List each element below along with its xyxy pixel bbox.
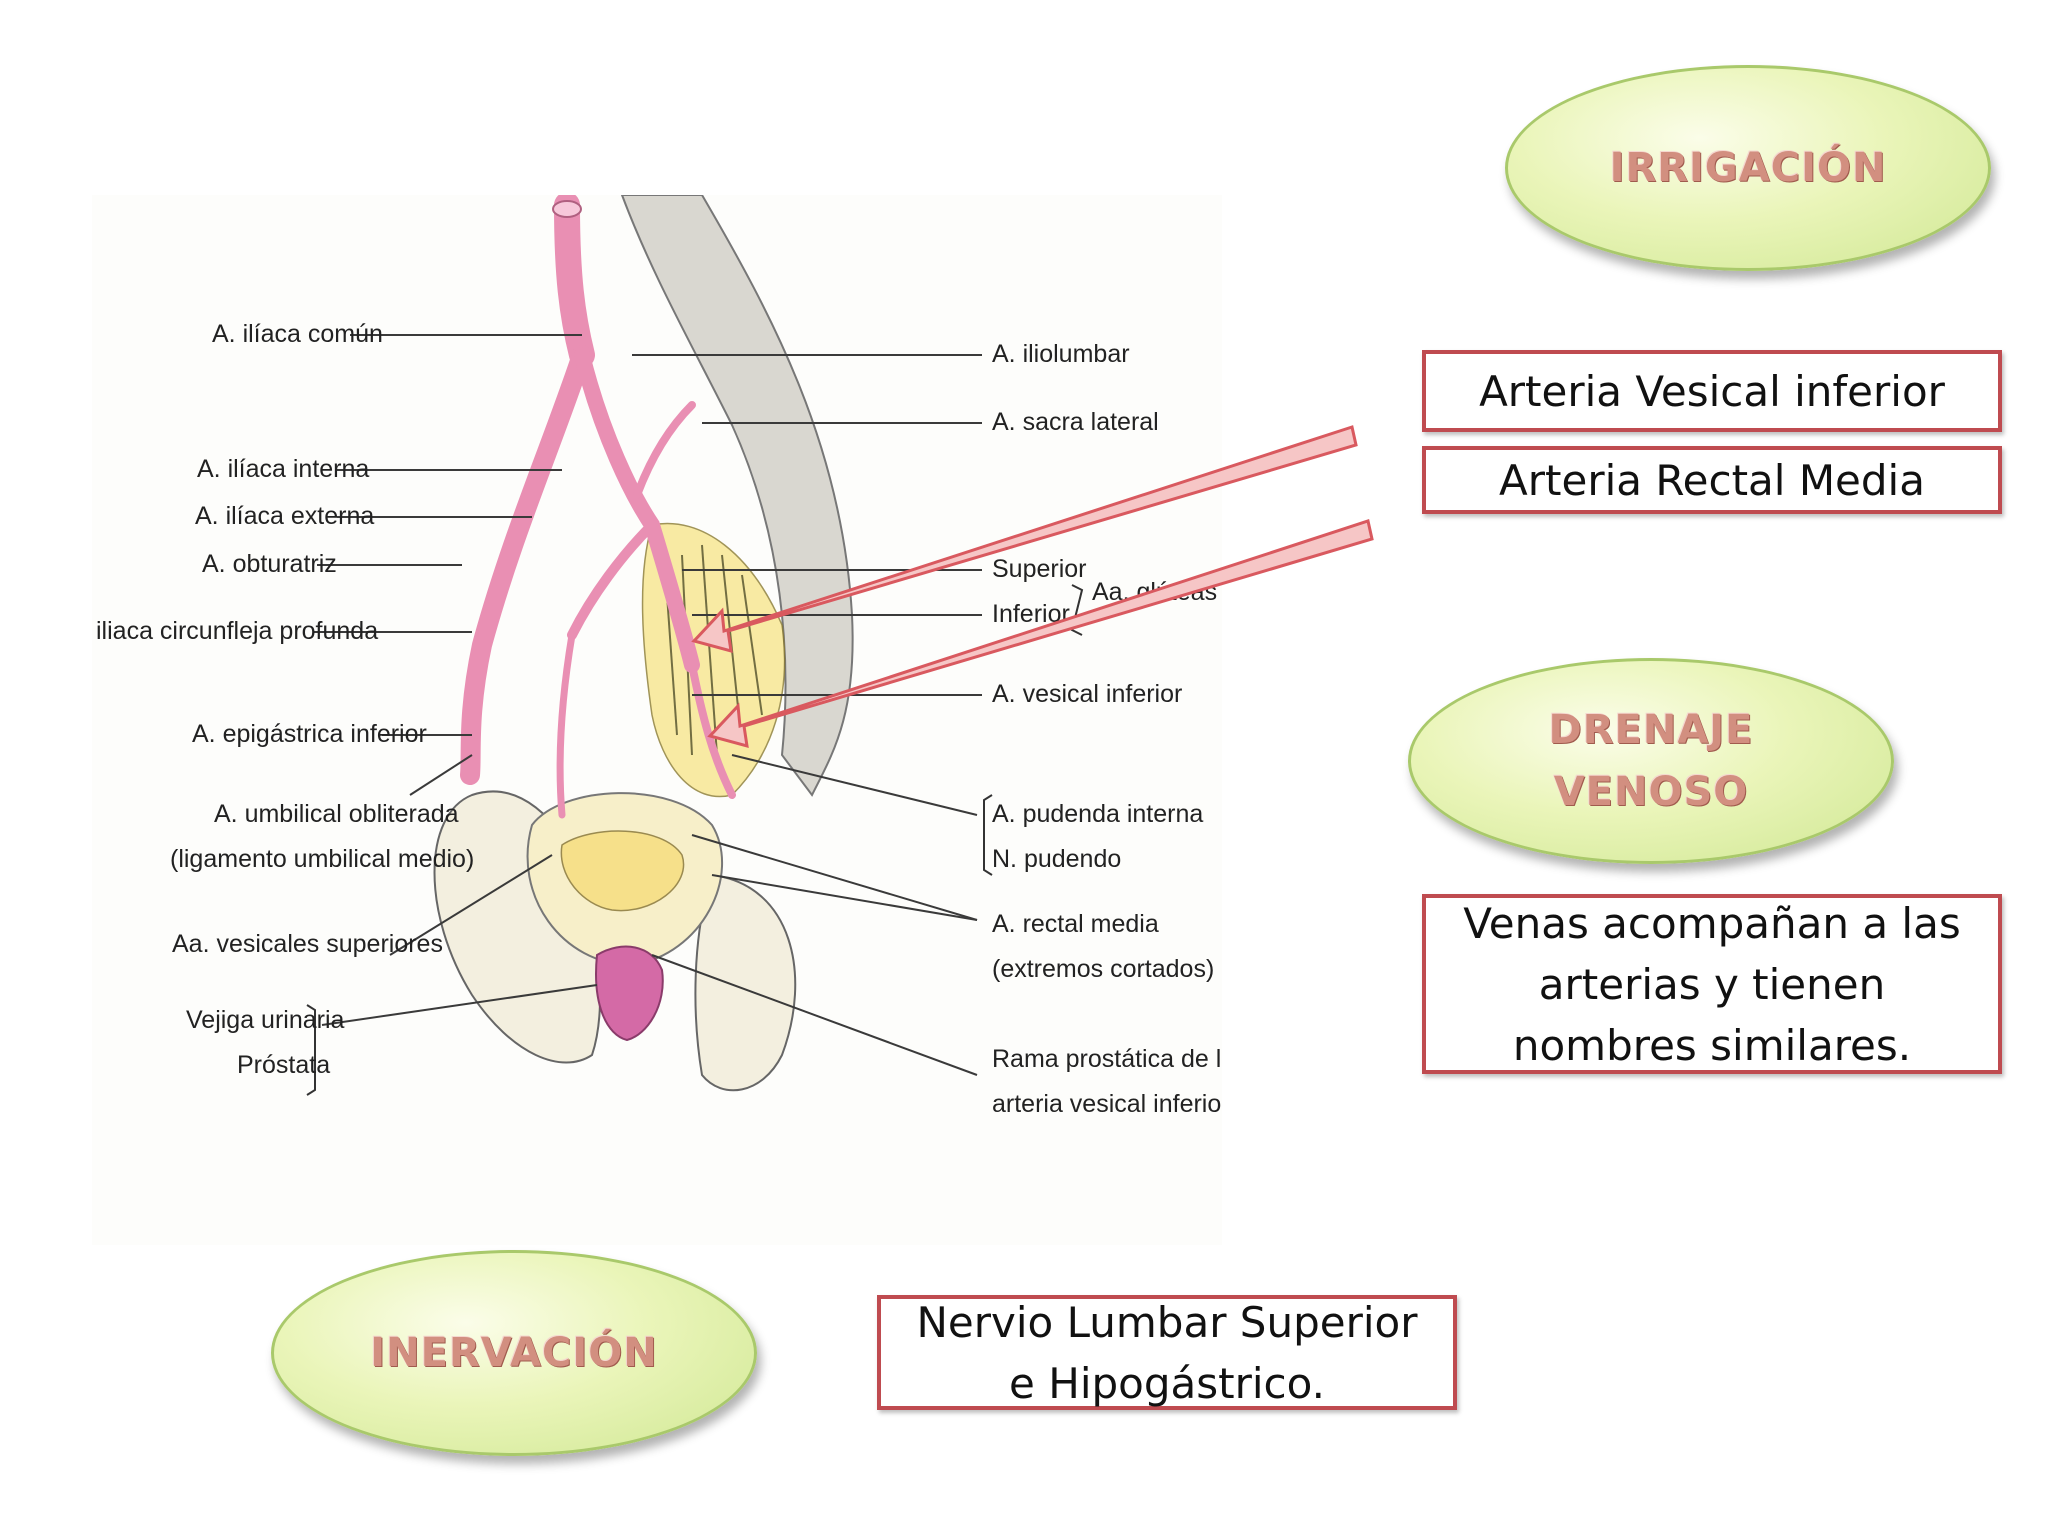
label-rectal-media-1: A. rectal media — [992, 910, 1159, 938]
label-gluteas: Aa. glúteas — [1092, 578, 1217, 606]
box-arteria-rectal-media: Arteria Rectal Media — [1422, 446, 2002, 514]
bladder-lumen — [560, 830, 685, 912]
prostate-shape — [595, 945, 664, 1042]
box-venas-line1: Venas acompañan a las — [1463, 898, 1961, 948]
label-sacra-lateral: A. sacra lateral — [992, 408, 1159, 436]
heading-inervacion-text: INERVACIÓN — [370, 1330, 658, 1376]
heading-drenaje-line2: VENOSO — [1553, 769, 1749, 815]
pelvic-artery-illustration: A. ilíaca común A. ilíaca interna A. ilí… — [92, 195, 1222, 1245]
heading-drenaje-text: DRENAJE VENOSO — [1549, 699, 1754, 823]
label-rama-2: arteria vesical inferior — [992, 1090, 1222, 1118]
label-umbilical-2: (ligamento umbilical medio) — [170, 845, 474, 873]
label-obturatriz: A. obturatriz — [202, 550, 337, 578]
label-iliolumbar: A. iliolumbar — [992, 340, 1130, 368]
box-arteria-vesical-inferior: Arteria Vesical inferior — [1422, 350, 2002, 432]
label-epigastrica: A. epigástrica inferior — [192, 720, 427, 748]
box-venas-text: Venas acompañan a las arterias y tienen … — [1463, 893, 1960, 1076]
box-nervio-line1: Nervio Lumbar Superior — [916, 1297, 1418, 1347]
box-rectal-text: Arteria Rectal Media — [1499, 455, 1925, 505]
heading-drenaje-line1: DRENAJE — [1548, 707, 1754, 753]
heading-drenaje-venoso: DRENAJE VENOSO — [1408, 658, 1894, 864]
label-vejiga: Vejiga urinaria — [186, 1006, 345, 1034]
brace-pudenda — [983, 794, 993, 876]
label-rectal-media-2: (extremos cortados) — [992, 955, 1214, 983]
label-iliaca-interna: A. ilíaca interna — [197, 455, 369, 483]
box-venas: Venas acompañan a las arterias y tienen … — [1422, 894, 2002, 1074]
label-vesicales-sup: Aa. vesicales superiores — [172, 930, 443, 958]
box-nervio-text: Nervio Lumbar Superior e Hipogástrico. — [917, 1292, 1418, 1414]
box-vesical-text: Arteria Vesical inferior — [1479, 366, 1945, 416]
label-umbilical-1: A. umbilical obliterada — [214, 800, 459, 828]
box-nervio-line2: e Hipogástrico. — [1009, 1358, 1325, 1408]
label-vesical-inferior: A. vesical inferior — [992, 680, 1182, 708]
heading-irrigacion-text: IRRIGACIÓN — [1609, 145, 1887, 191]
anatomy-svg: A. ilíaca común A. ilíaca interna A. ilí… — [92, 195, 1222, 1245]
label-rama-1: Rama prostática de la — [992, 1045, 1222, 1073]
label-superior: Superior — [992, 555, 1087, 583]
box-nervio: Nervio Lumbar Superior e Hipogástrico. — [877, 1295, 1457, 1410]
box-venas-line2: arterias y tienen — [1538, 959, 1886, 1009]
label-iliaca-comun: A. ilíaca común — [212, 320, 383, 348]
label-n-pudendo: N. pudendo — [992, 845, 1121, 873]
brace-vejiga — [306, 1004, 316, 1096]
artery-tree — [460, 195, 736, 819]
label-pudenda: A. pudenda interna — [992, 800, 1203, 828]
label-prostata: Próstata — [237, 1051, 330, 1079]
artery-cut-end — [552, 200, 582, 218]
heading-inervacion: INERVACIÓN — [271, 1250, 757, 1456]
label-iliaca-externa: A. ilíaca externa — [195, 502, 374, 530]
box-venas-line3: nombres similares. — [1512, 1020, 1912, 1070]
heading-irrigacion: IRRIGACIÓN — [1505, 65, 1991, 271]
label-inferior: Inferior — [992, 600, 1070, 628]
label-circunfleja: iliaca circunfleja profunda — [96, 617, 378, 645]
